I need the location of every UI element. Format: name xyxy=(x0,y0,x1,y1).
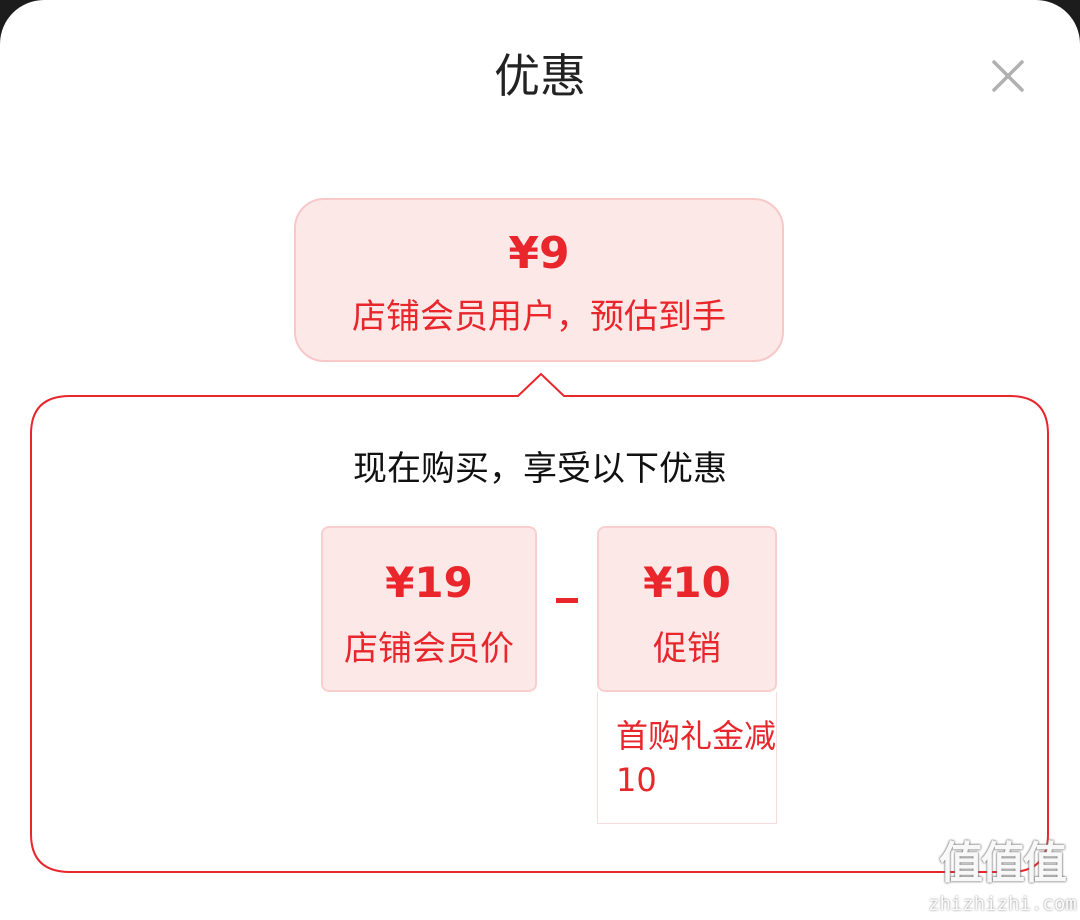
promotion-label: 促销 xyxy=(653,629,721,669)
site-watermark: 值值值 zhizhizhi.com xyxy=(928,836,1077,920)
discount-panel-border xyxy=(30,372,1049,873)
dialog-title: 优惠 xyxy=(494,49,586,103)
promotion-card: ¥10 促销 xyxy=(597,526,777,692)
watermark-logo: 值值值 xyxy=(939,838,1067,889)
member-price-label: 店铺会员价 xyxy=(344,629,514,669)
promotion-detail: 首购礼金减10 xyxy=(597,692,777,824)
close-icon[interactable] xyxy=(984,52,1032,100)
discount-heading: 现在购买，享受以下优惠 xyxy=(353,449,727,489)
minus-icon xyxy=(556,598,578,603)
promotion-amount: ¥10 xyxy=(643,558,731,607)
member-price-card: ¥19 店铺会员价 xyxy=(321,526,537,692)
estimated-price-label: 店铺会员用户，预估到手 xyxy=(352,297,726,337)
estimated-price-badge: ¥9 店铺会员用户，预估到手 xyxy=(294,198,784,362)
member-price-amount: ¥19 xyxy=(385,558,473,607)
watermark-url: zhizhizhi.com xyxy=(928,893,1077,915)
estimated-price: ¥9 xyxy=(508,228,570,279)
